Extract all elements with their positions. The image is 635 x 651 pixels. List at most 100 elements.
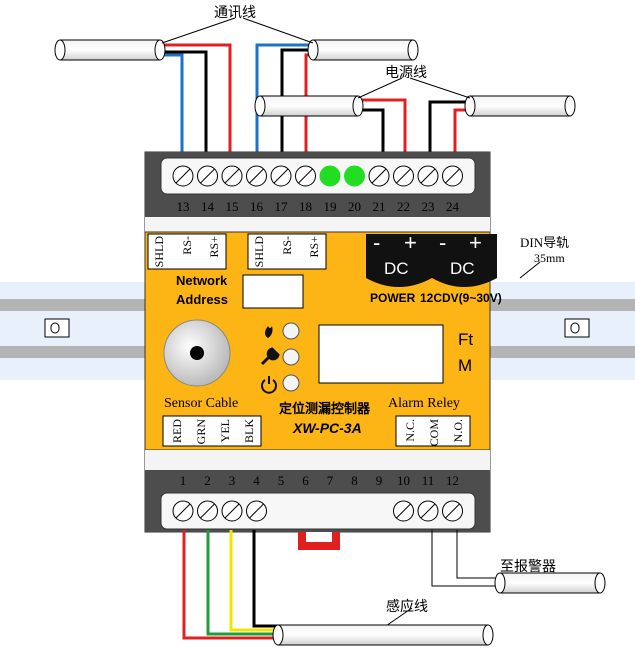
dc1-label: DC xyxy=(384,259,409,278)
screw-slot xyxy=(200,168,215,184)
alarm-output-label: 至报警器 xyxy=(500,559,556,575)
relay-pin-com: COM xyxy=(427,419,441,447)
screw-slot xyxy=(396,503,411,519)
power-dc-block-1 xyxy=(366,234,432,287)
sensor-cable-label: Sensor Cable xyxy=(164,396,239,411)
din-size-label: 35mm xyxy=(534,251,565,265)
screw-slot xyxy=(445,503,460,519)
rs485-2-plus: RS+ xyxy=(307,236,321,258)
screw-slot xyxy=(200,503,215,519)
sensor-pin-grn: GRN xyxy=(194,419,208,445)
sensor-wire-label: 感应线 xyxy=(386,599,428,615)
screw-slot xyxy=(175,503,191,519)
alarm-relay-label: Alarm Reley xyxy=(388,396,460,411)
screw-slot xyxy=(420,168,436,184)
network-label-line1: Network xyxy=(176,273,228,288)
terminal-number: 10 xyxy=(397,473,410,488)
power-range-label: 12CDV(9~30V) xyxy=(420,291,502,305)
power-wire-label: 电源线 xyxy=(385,65,427,81)
relay-pin-nc: N.C. xyxy=(403,419,417,442)
dc1-plus: + xyxy=(404,230,417,255)
terminal-number: 23 xyxy=(421,199,435,214)
front-panel xyxy=(147,233,497,447)
status-led xyxy=(319,165,341,187)
sensor-cable xyxy=(272,624,494,646)
din-rail-label: DIN导轨 xyxy=(520,235,570,250)
alarm-cable xyxy=(494,572,606,594)
terminal-number: 17 xyxy=(274,199,288,214)
fire-icon xyxy=(265,326,273,338)
rs485-2-shld: SHLD xyxy=(252,236,266,268)
screw-slot xyxy=(224,168,240,184)
screw-slot xyxy=(445,168,460,184)
top-terminal-strip xyxy=(172,165,463,187)
rs485-2-minus: RS- xyxy=(280,236,294,255)
terminal-number: 9 xyxy=(375,473,383,488)
terminal-number: 8 xyxy=(351,473,358,488)
product-name: 定位测漏控制器 xyxy=(279,402,371,417)
sensor-pin-yel: YEL xyxy=(218,419,232,443)
rs485-1-minus: RS- xyxy=(180,236,194,255)
power-cable-left xyxy=(254,95,364,117)
comm-cable-left xyxy=(54,39,166,61)
sensor-pin-blk: BLK xyxy=(242,419,256,443)
wrench-icon xyxy=(260,347,280,366)
terminal-number: 13 xyxy=(176,199,190,214)
unit-m: M xyxy=(458,356,473,375)
screw-slot xyxy=(273,168,289,184)
dc2-plus: + xyxy=(469,230,482,255)
terminal-number: 21 xyxy=(372,199,386,214)
screw-slot xyxy=(371,168,387,184)
top-wires xyxy=(158,43,470,160)
terminal-number: 6 xyxy=(302,473,309,488)
power-icon xyxy=(261,376,277,394)
dc1-minus: - xyxy=(373,230,381,255)
model-number: XW-PC-3A xyxy=(293,420,362,436)
terminal-number: 5 xyxy=(277,473,285,488)
terminal-number: 19 xyxy=(323,199,337,214)
status-led xyxy=(344,165,365,187)
indicator-led-power xyxy=(282,374,300,392)
screw-slot xyxy=(396,168,411,184)
network-address-display xyxy=(242,274,304,309)
rs485-1-plus: RS+ xyxy=(207,236,221,258)
terminal-number: 11 xyxy=(421,473,435,488)
terminal-number: 14 xyxy=(201,199,214,214)
power-cable-right xyxy=(464,95,576,117)
distance-display xyxy=(318,324,444,384)
power-label: POWER xyxy=(370,291,416,305)
comm-cable-right xyxy=(307,39,419,61)
terminal-number: 24 xyxy=(446,199,459,214)
screw-slot xyxy=(249,503,264,519)
power-dc-block-2 xyxy=(432,234,497,287)
unit-ft: Ft xyxy=(458,330,474,349)
screw-slot xyxy=(175,168,191,184)
label-arrows xyxy=(161,17,541,629)
terminal-number: 7 xyxy=(326,473,334,488)
bottom-terminal-strip xyxy=(172,500,463,522)
sensor-pin-red: RED xyxy=(170,419,184,443)
indicator-led-alarm xyxy=(282,322,300,340)
terminal-number: 16 xyxy=(250,199,263,214)
relay-pin-no: N.O. xyxy=(451,419,465,443)
network-label-line2: Address xyxy=(176,292,229,307)
screw-slot xyxy=(420,503,436,519)
terminal-number: 4 xyxy=(253,473,260,488)
terminal-number: 1 xyxy=(179,473,187,488)
sensor-wires xyxy=(182,530,280,640)
comm-wire-label: 通讯线 xyxy=(214,5,256,21)
terminal-number: 15 xyxy=(225,199,239,214)
rs485-1-shld: SHLD xyxy=(152,236,166,268)
screw-slot xyxy=(249,168,264,184)
dc2-minus: - xyxy=(439,230,447,255)
screw-slot xyxy=(298,168,313,184)
dc2-label: DC xyxy=(450,259,475,278)
terminal-number: 22 xyxy=(397,199,410,214)
terminal-number: 18 xyxy=(299,199,312,214)
alarm-wires xyxy=(431,530,500,587)
terminal-number: 2 xyxy=(204,473,211,488)
indicator-led-fault xyxy=(282,348,300,366)
terminal-number: 12 xyxy=(446,473,459,488)
terminal-number: 20 xyxy=(348,199,361,214)
